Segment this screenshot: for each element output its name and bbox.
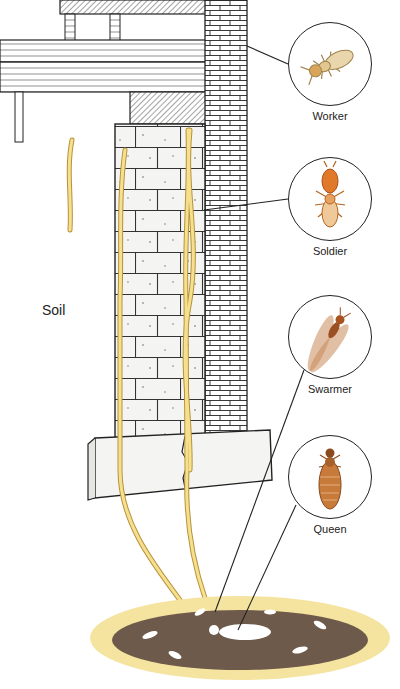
leader-lines: [204, 46, 304, 630]
caste-label: Soldier: [313, 245, 347, 257]
caste-label: Queen: [313, 523, 346, 535]
soldier-termite: [315, 161, 345, 227]
footing: [88, 430, 272, 500]
swarmer-termite: [296, 302, 360, 380]
brick-wall: [205, 0, 247, 440]
mud-tubes: [69, 130, 205, 600]
termite-circle: Swarmer: [288, 295, 372, 379]
termite-nest: [90, 596, 390, 680]
termite-circle: Queen: [288, 435, 372, 519]
circle-grounds: [289, 23, 371, 518]
termite-circle: Soldier: [288, 157, 372, 241]
queen-termite: [319, 449, 341, 510]
termite-circle: Worker: [288, 22, 372, 106]
caste-label: Worker: [312, 110, 347, 122]
worker-termite: [300, 43, 358, 87]
region-label: Soil: [42, 302, 65, 318]
caste-label: Swarmer: [308, 383, 352, 395]
